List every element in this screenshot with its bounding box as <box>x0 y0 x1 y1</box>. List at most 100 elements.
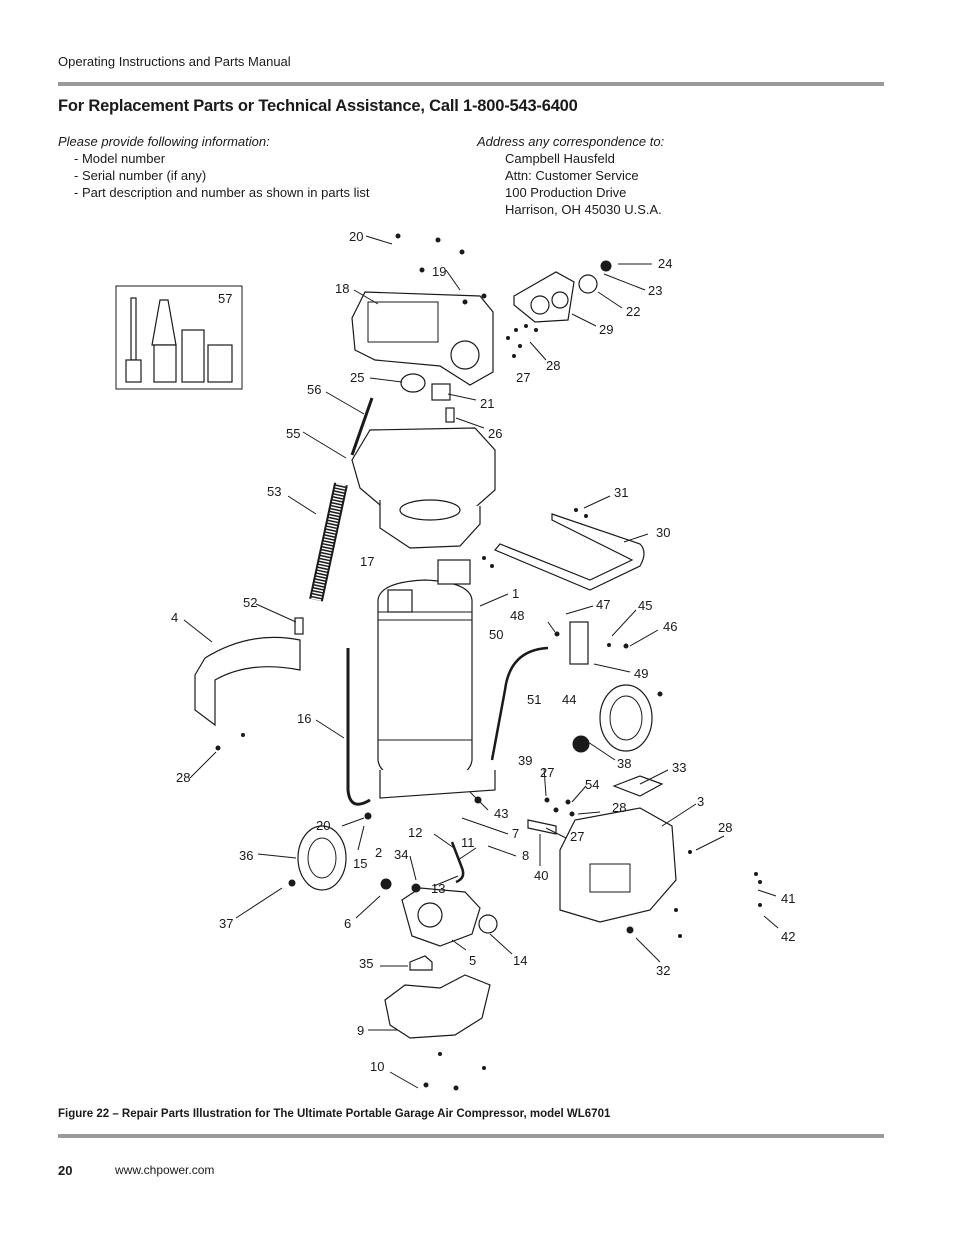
handle-opening <box>367 301 439 343</box>
inset-box <box>115 285 243 390</box>
callout-number: 55 <box>286 426 300 441</box>
callout-number: 23 <box>648 283 662 298</box>
callout-number: 9 <box>357 1023 364 1038</box>
page-number: 20 <box>58 1163 73 1178</box>
callout-number: 7 <box>512 826 519 841</box>
callout-number: 37 <box>219 916 233 931</box>
handle-30 <box>494 513 645 591</box>
callout-number: 56 <box>307 382 321 397</box>
callout-number: 40 <box>534 868 548 883</box>
callout-number: 29 <box>599 322 613 337</box>
nozzle-kit-illustration <box>125 297 233 383</box>
callout-number: 18 <box>335 281 349 296</box>
callout-number: 19 <box>432 264 446 279</box>
callout-number: 25 <box>350 370 364 385</box>
callout-numbers: 20 19 18 24 23 22 29 28 27 25 21 26 56 5… <box>171 229 795 1074</box>
bracket-35 <box>409 955 433 971</box>
callout-number: 42 <box>781 929 795 944</box>
info-block: Please provide following information: - … <box>58 133 370 201</box>
regulator <box>431 383 451 401</box>
parts-diagram: 20 19 18 24 23 22 29 28 27 25 21 26 56 5… <box>115 229 795 1091</box>
callout-number: 52 <box>243 595 257 610</box>
wheel-left <box>297 825 347 891</box>
callout-number: 17 <box>360 554 374 569</box>
callout-number: 36 <box>239 848 253 863</box>
hose-56 <box>350 397 374 456</box>
callout-number: 20 <box>316 818 330 833</box>
handle-shroud <box>351 291 494 386</box>
callout-number: 41 <box>781 891 795 906</box>
callout-number: 54 <box>585 777 599 792</box>
wrap-guard-4 <box>194 636 301 727</box>
fasteners <box>215 233 762 1091</box>
address-line: 100 Production Drive <box>505 185 627 200</box>
info-heading: Please provide following information: <box>58 134 270 149</box>
callout-number: 26 <box>488 426 502 441</box>
callout-number: 57 <box>218 291 232 306</box>
callout-number: 6 <box>344 916 351 931</box>
callout-number: 12 <box>408 825 422 840</box>
address-heading: Address any correspondence to: <box>477 134 665 149</box>
callout-number: 28 <box>546 358 560 373</box>
callout-number: 2 <box>375 845 382 860</box>
info-item: - Part description and number as shown i… <box>74 185 370 200</box>
shroud-3 <box>559 807 677 923</box>
callout-number: 51 <box>527 692 541 707</box>
bracket-40 <box>527 819 557 835</box>
callout-number: 10 <box>370 1059 384 1074</box>
callout-number: 33 <box>672 760 686 775</box>
callout-number: 27 <box>516 370 530 385</box>
callout-number: 3 <box>697 794 704 809</box>
gauge-25 <box>400 373 426 393</box>
callout-number: 34 <box>394 847 408 862</box>
callout-number: 45 <box>638 598 652 613</box>
top-rule <box>58 82 884 86</box>
callout-number: 43 <box>494 806 508 821</box>
callout-number: 28 <box>718 820 732 835</box>
tank-base <box>379 770 496 799</box>
fitting-52 <box>294 617 304 635</box>
callout-number: 1 <box>512 586 519 601</box>
callout-number: 13 <box>431 881 445 896</box>
wheel-right <box>599 684 653 752</box>
shroud-tray <box>351 427 496 523</box>
filter-14 <box>478 914 498 934</box>
bracket-33 <box>612 775 664 797</box>
tube-50 <box>490 646 549 761</box>
address-line: Harrison, OH 45030 U.S.A. <box>505 202 662 217</box>
base-shroud <box>384 974 491 1039</box>
callout-number: 15 <box>353 856 367 871</box>
callout-number: 48 <box>510 608 524 623</box>
pressure-switch <box>569 621 589 665</box>
figure-caption: Figure 22 – Repair Parts Illustration fo… <box>58 1108 611 1120</box>
callout-number: 50 <box>489 627 503 642</box>
info-item: - Model number <box>74 151 166 166</box>
website-link[interactable]: www.chpower.com <box>115 1163 215 1177</box>
bottom-rule <box>58 1134 884 1138</box>
leader-lines <box>183 235 779 1089</box>
manual-title: Operating Instructions and Parts Manual <box>58 54 291 69</box>
callout-number: 27 <box>570 829 584 844</box>
callout-number: 44 <box>562 692 576 707</box>
gauge <box>578 274 598 294</box>
callout-number: 53 <box>267 484 281 499</box>
callout-number: 46 <box>663 619 677 634</box>
callout-number: 5 <box>469 953 476 968</box>
callout-number: 22 <box>626 304 640 319</box>
knob <box>600 260 612 272</box>
callout-number: 28 <box>176 770 190 785</box>
callout-number: 28 <box>612 800 626 815</box>
spring-53 <box>309 482 348 602</box>
callout-number: 27 <box>540 765 554 780</box>
callout-number: 20 <box>349 229 363 244</box>
callout-number: 11 <box>461 835 475 850</box>
hose-16 <box>346 648 371 806</box>
callout-number: 16 <box>297 711 311 726</box>
callout-number: 30 <box>656 525 670 540</box>
callout-number: 31 <box>614 485 628 500</box>
callout-number: 39 <box>518 753 532 768</box>
callout-number: 4 <box>171 610 178 625</box>
callout-number: 35 <box>359 956 373 971</box>
callout-number: 14 <box>513 953 527 968</box>
page-title: For Replacement Parts or Technical Assis… <box>58 97 578 115</box>
